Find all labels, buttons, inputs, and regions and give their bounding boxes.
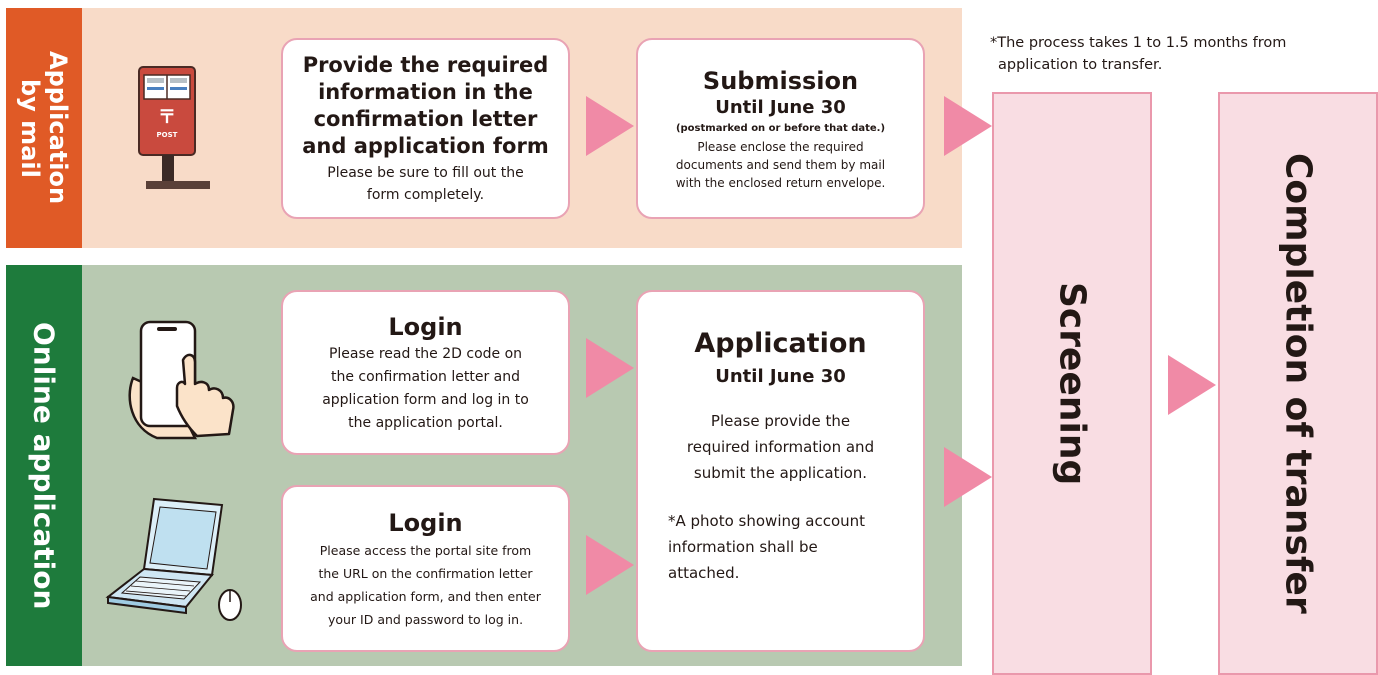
screening-label: Screening (1051, 281, 1093, 486)
mail-step1-title-line3: confirmation letter (313, 106, 538, 131)
submission-title: Submission (702, 66, 859, 95)
online-label-text: Online application (27, 321, 61, 610)
process-duration-note: *The process takes 1 to 1.5 months from … (990, 32, 1286, 76)
mail-step1-title-line2: information in the (318, 79, 533, 104)
mailbox-icon: 〒 POST (138, 66, 210, 189)
login-phone-body-line2: the confirmation letter and (330, 368, 520, 385)
laptop-icon (105, 497, 242, 621)
arrow-login-pc-to-application (586, 535, 634, 595)
svg-text:POST: POST (157, 131, 178, 139)
login-phone-title: Login (388, 312, 463, 341)
note-line2: application to transfer. (998, 57, 1163, 73)
arrow-mail-to-screening (944, 96, 992, 156)
mail-step-provide-info: Provide the required information in the … (281, 38, 570, 219)
mail-section-label: Application by mail (6, 8, 82, 248)
login-pc-body-line3: and application form, and then enter (310, 588, 541, 604)
online-login-2d-code: Login Please read the 2D code on the con… (281, 290, 570, 455)
application-body-line1: Please provide the (710, 412, 851, 430)
submission-body-line1: Please enclose the required (697, 139, 864, 154)
login-phone-body-line3: application form and log in to (322, 391, 529, 408)
mail-step1-body-line1: Please be sure to fill out the (327, 164, 524, 181)
note-line1: *The process takes 1 to 1.5 months from (990, 35, 1287, 51)
arrow-screening-to-completion (1168, 355, 1216, 415)
mail-label-line1: Application (44, 51, 72, 205)
application-note-line1: *A photo showing account (668, 512, 866, 530)
mail-step1-title-line4: and application form (302, 133, 549, 158)
application-note-line2: information shall be (668, 538, 818, 556)
login-pc-body-line1: Please access the portal site from (319, 542, 532, 558)
login-pc-body-line2: the URL on the confirmation letter (318, 565, 533, 581)
online-login-portal: Login Please access the portal site from… (281, 485, 570, 652)
screening-stage: Screening (992, 92, 1152, 675)
online-section-label: Online application (6, 265, 82, 666)
login-pc-body-line4: your ID and password to log in. (327, 611, 524, 627)
submission-body-line2: documents and send them by mail (675, 157, 886, 172)
arrow-online-to-screening (944, 447, 992, 507)
svg-text:〒: 〒 (158, 107, 176, 128)
smartphone-hand-icon (128, 320, 235, 440)
application-body-line3: submit the application. (693, 464, 868, 482)
submission-body-line3: with the enclosed return envelope. (675, 175, 886, 190)
mail-step1-body-line2: form completely. (366, 186, 485, 203)
login-pc-title: Login (388, 508, 463, 537)
application-note-line3: attached. (668, 564, 740, 582)
application-deadline: Until June 30 (715, 366, 846, 387)
arrow-mail-step1-to-step2 (586, 96, 634, 156)
login-phone-body-line4: the application portal. (348, 414, 503, 431)
application-title: Application (694, 328, 867, 359)
application-body-line2: required information and (686, 438, 875, 456)
login-phone-body-line1: Please read the 2D code on (328, 345, 523, 362)
submission-deadline: Until June 30 (715, 96, 846, 118)
mail-step1-title-line1: Provide the required (302, 52, 549, 77)
online-application: Application Until June 30 Please provide… (636, 290, 925, 652)
completion-stage: Completion of transfer (1218, 92, 1378, 675)
submission-postmark-note: (postmarked on or before that date.) (675, 122, 886, 134)
arrow-login-phone-to-application (586, 338, 634, 398)
mail-step-submission: Submission Until June 30 (postmarked on … (636, 38, 925, 219)
completion-label: Completion of transfer (1277, 153, 1319, 614)
mail-label-line2: by mail (16, 78, 44, 178)
